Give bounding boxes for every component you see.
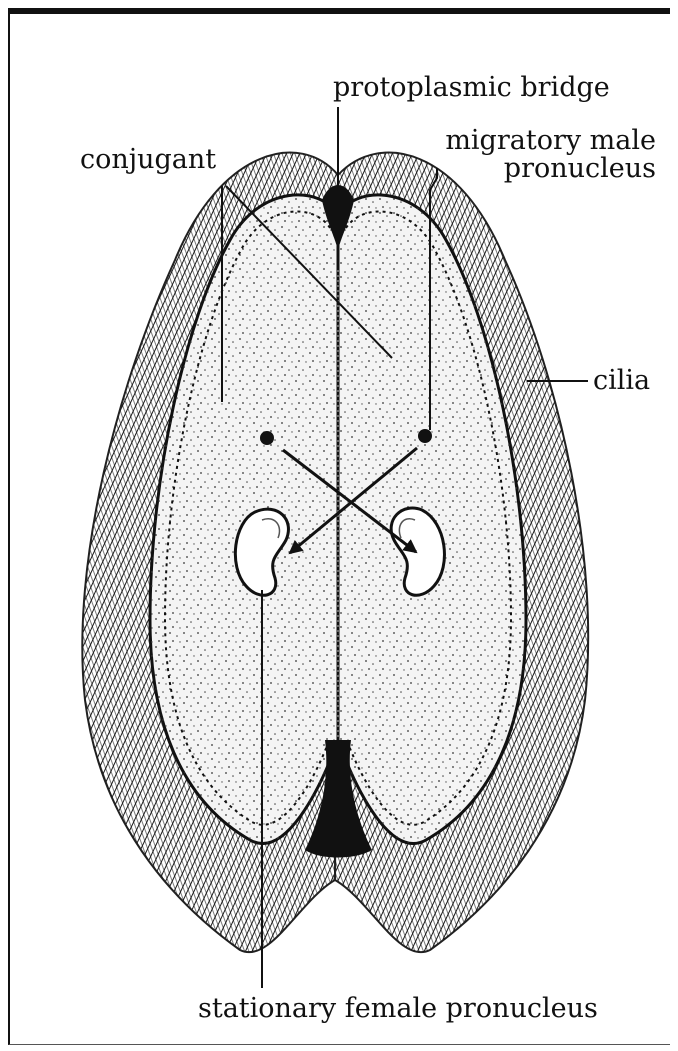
label-stationary-female-pronucleus: stationary female pronucleus: [198, 995, 598, 1023]
label-migratory-male-line1: migratory male: [445, 127, 656, 155]
label-migratory-male-line2: pronucleus: [445, 155, 656, 183]
migratory-male-pronucleus-left: [260, 431, 274, 445]
label-conjugant: conjugant: [80, 146, 216, 174]
migratory-male-pronucleus-right: [418, 429, 432, 443]
label-cilia: cilia: [593, 367, 650, 395]
label-migratory-male-pronucleus: migratory male pronucleus: [445, 127, 656, 183]
label-protoplasmic-bridge: protoplasmic bridge: [333, 74, 610, 102]
